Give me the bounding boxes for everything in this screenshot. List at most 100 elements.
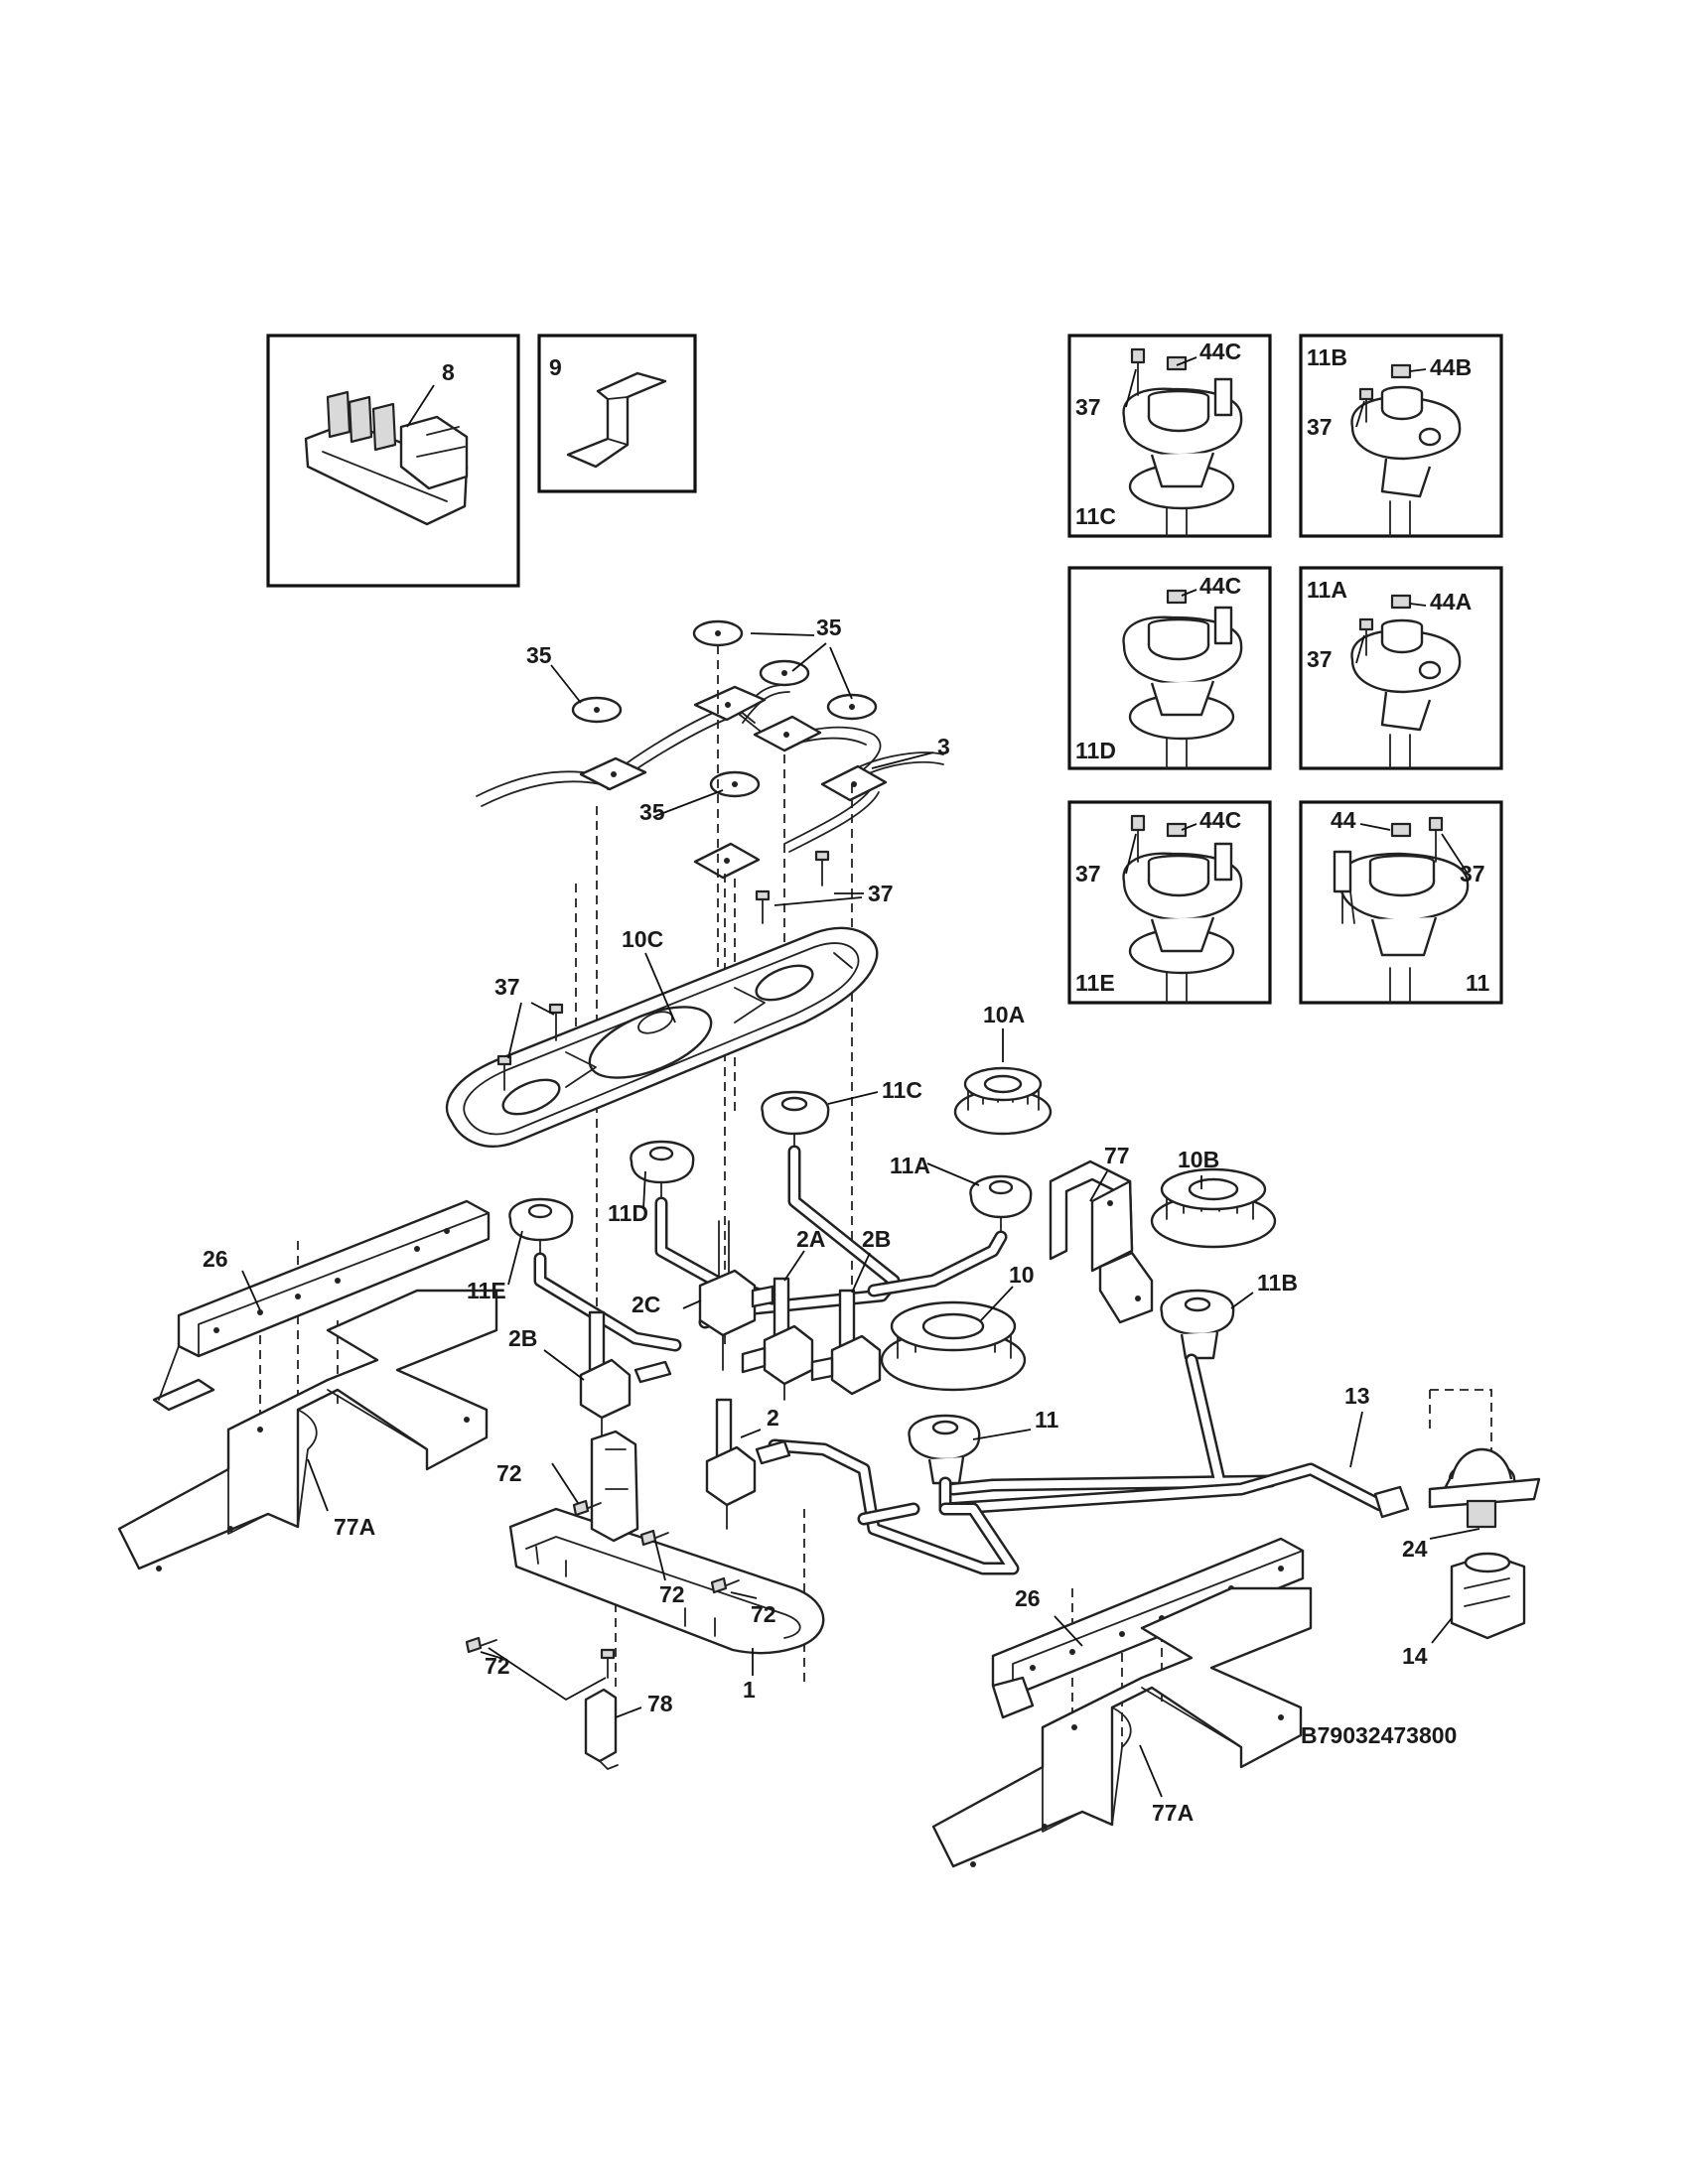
label-11D-inset: 11D bbox=[1075, 738, 1116, 763]
label-37-inset-11C: 37 bbox=[1075, 394, 1101, 420]
burner-tray-10C bbox=[445, 926, 879, 1148]
label-44C-inset-11C: 44C bbox=[1199, 339, 1241, 364]
label-11A: 11A bbox=[890, 1153, 930, 1178]
label-35-lower: 35 bbox=[639, 799, 665, 825]
label-2B-left: 2B bbox=[508, 1325, 537, 1351]
bracket-26-left bbox=[152, 1199, 491, 1412]
valve-2C bbox=[698, 1220, 774, 1371]
label-77: 77 bbox=[1104, 1143, 1130, 1168]
bracket-icon bbox=[566, 371, 667, 469]
label-11D: 11D bbox=[608, 1200, 648, 1226]
label-44A: 44A bbox=[1430, 589, 1472, 614]
label-35-top: 35 bbox=[816, 614, 842, 640]
label-37-tray: 37 bbox=[494, 974, 520, 1000]
label-26-left: 26 bbox=[203, 1246, 228, 1272]
label-44C-inset-11E: 44C bbox=[1199, 807, 1241, 833]
label-77A-left: 77A bbox=[334, 1514, 375, 1540]
label-2: 2 bbox=[767, 1405, 779, 1431]
manifold-1 bbox=[508, 1430, 825, 1655]
burner-base-11D bbox=[630, 1140, 695, 1204]
label-72-right: 72 bbox=[751, 1601, 776, 1627]
label-8: 8 bbox=[442, 359, 455, 385]
heat-shield-77A-left bbox=[117, 1289, 498, 1571]
burner-base-11E bbox=[508, 1197, 574, 1260]
label-1: 1 bbox=[743, 1677, 756, 1703]
burner-base-11A bbox=[969, 1174, 1033, 1238]
label-2A: 2A bbox=[796, 1226, 825, 1252]
label-72-bottom: 72 bbox=[485, 1653, 510, 1679]
inset-11C bbox=[1067, 334, 1272, 538]
burner-base-11C bbox=[761, 1090, 830, 1155]
label-2C: 2C bbox=[632, 1292, 660, 1317]
label-11C-inset: 11C bbox=[1075, 503, 1116, 529]
valve-2B-left bbox=[579, 1310, 672, 1440]
label-11E-inset: 11E bbox=[1075, 970, 1115, 996]
burner-base-11 bbox=[908, 1414, 981, 1485]
label-11B: 11B bbox=[1257, 1270, 1298, 1296]
label-11C: 11C bbox=[882, 1077, 922, 1103]
spark-electrode-harness bbox=[476, 684, 944, 880]
label-26-right: 26 bbox=[1015, 1585, 1041, 1611]
label-37-inset-11: 37 bbox=[1460, 861, 1485, 887]
label-78: 78 bbox=[647, 1691, 673, 1716]
burner-base-11D-icon bbox=[1122, 589, 1243, 769]
label-44: 44 bbox=[1331, 807, 1356, 833]
label-9: 9 bbox=[549, 354, 562, 380]
clip-78 bbox=[584, 1688, 619, 1770]
inset-11D bbox=[1067, 566, 1272, 770]
label-44C-inset-11D: 44C bbox=[1199, 573, 1241, 599]
valve-2 bbox=[705, 1398, 791, 1530]
inset-11A bbox=[1299, 566, 1503, 770]
label-10: 10 bbox=[1009, 1262, 1035, 1288]
spark-module-icon bbox=[304, 390, 469, 526]
label-2B-right: 2B bbox=[862, 1226, 891, 1252]
burner-base-11B-icon bbox=[1350, 363, 1462, 537]
label-10C: 10C bbox=[622, 926, 663, 952]
label-37-inset-11A: 37 bbox=[1307, 646, 1333, 672]
label-10B: 10B bbox=[1178, 1147, 1219, 1172]
label-37-upper: 37 bbox=[868, 881, 894, 906]
label-35-left: 35 bbox=[526, 642, 552, 668]
label-77A-right: 77A bbox=[1152, 1800, 1194, 1826]
leader-lines bbox=[241, 356, 1480, 1798]
label-10A: 10A bbox=[983, 1002, 1025, 1027]
heat-shield-77A-right bbox=[931, 1586, 1313, 1868]
burner-cap-10B bbox=[1150, 1167, 1277, 1249]
burner-base-11C-icon bbox=[1122, 347, 1243, 537]
label-37-inset-11B: 37 bbox=[1307, 414, 1333, 440]
label-44B: 44B bbox=[1430, 354, 1472, 380]
label-37-inset-11E: 37 bbox=[1075, 861, 1101, 887]
gas-tubes bbox=[533, 1145, 1387, 1575]
drawing-code: B79032473800 bbox=[1301, 1722, 1457, 1748]
inset-bracket bbox=[537, 334, 697, 493]
bracket-26-right bbox=[991, 1537, 1305, 1719]
label-13: 13 bbox=[1344, 1383, 1370, 1409]
label-11-inset: 11 bbox=[1466, 970, 1490, 996]
label-11E: 11E bbox=[467, 1278, 506, 1303]
burner-cap-10 bbox=[880, 1300, 1027, 1392]
valve-2A bbox=[741, 1277, 814, 1401]
burner-base-11E-icon bbox=[1122, 814, 1243, 1004]
label-11B-inset: 11B bbox=[1307, 344, 1347, 370]
label-72-middle: 72 bbox=[659, 1581, 685, 1607]
burner-base-11B bbox=[1160, 1289, 1235, 1360]
regulator-assembly bbox=[1373, 1447, 1541, 1640]
screws-72 bbox=[465, 1499, 740, 1679]
burner-base-11-icon bbox=[1333, 816, 1470, 1004]
valve-2B-right bbox=[810, 1289, 882, 1396]
label-11: 11 bbox=[1035, 1407, 1059, 1433]
inset-spark-module bbox=[266, 334, 520, 588]
callout-labels: 8 9 44C 37 11C 11B 44B 37 44C 11D 11A 44… bbox=[203, 339, 1490, 1826]
inset-11E bbox=[1067, 800, 1272, 1005]
label-11A-inset: 11A bbox=[1307, 577, 1347, 603]
inset-11B bbox=[1299, 334, 1503, 538]
bracket-77 bbox=[1049, 1160, 1154, 1324]
burner-base-11A-icon bbox=[1350, 594, 1462, 769]
label-24: 24 bbox=[1402, 1536, 1428, 1562]
screws-37 bbox=[496, 850, 830, 1091]
label-3: 3 bbox=[937, 734, 950, 759]
label-14: 14 bbox=[1402, 1643, 1428, 1669]
burner-cap-10A bbox=[953, 1066, 1053, 1136]
label-72-top: 72 bbox=[496, 1460, 522, 1486]
